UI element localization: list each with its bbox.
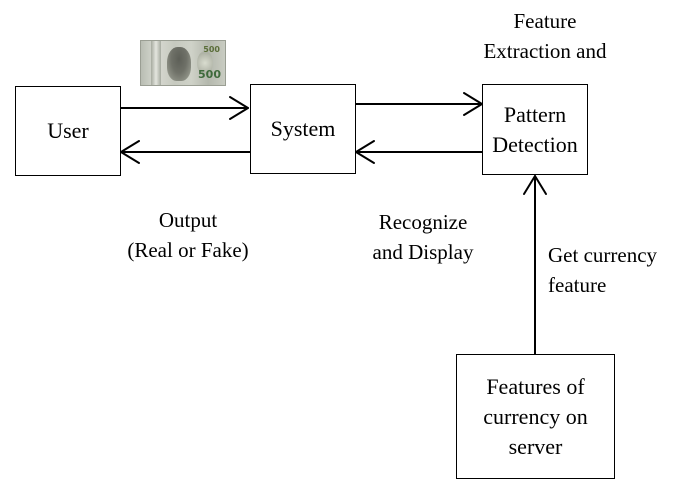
feature-extraction-line-2: Extraction and xyxy=(483,39,607,63)
server-features-box: Features of currency on server xyxy=(456,354,615,479)
feature-extraction-label: Feature Extraction and xyxy=(470,6,620,66)
banknote-value-small: 500 xyxy=(203,45,220,54)
system-box: System xyxy=(250,84,356,174)
banknote-value-large: 500 xyxy=(198,68,221,81)
arrowhead-user-to-system xyxy=(229,96,249,120)
output-line-2: (Real or Fake) xyxy=(127,238,249,262)
output-line-1: Output xyxy=(158,208,218,232)
get-feature-line-1: Get currency xyxy=(548,243,658,267)
server-features-line-1: Features of xyxy=(486,373,585,399)
output-label: Output (Real or Fake) xyxy=(108,205,268,265)
server-features-line-3: server xyxy=(508,433,563,459)
arrowhead-pattern-to-system xyxy=(355,140,375,164)
pattern-detection-line-2: Detection xyxy=(492,131,578,157)
pattern-detection-box: Pattern Detection xyxy=(482,84,588,175)
banknote-security-strip xyxy=(151,41,161,85)
pattern-detection-line-1: Pattern xyxy=(503,101,567,127)
banknote-watermark xyxy=(197,51,213,75)
banknote-portrait xyxy=(167,47,191,81)
banknote-image: 500 500 xyxy=(140,40,226,86)
arrowhead-server-to-pattern xyxy=(523,175,547,195)
feature-extraction-line-1: Feature xyxy=(513,9,577,33)
recognize-line-2: and Display xyxy=(372,240,474,264)
recognize-line-1: Recognize xyxy=(378,210,468,234)
recognize-display-label: Recognize and Display xyxy=(348,207,498,267)
user-box: User xyxy=(15,86,121,176)
system-label: System xyxy=(270,116,336,141)
get-currency-feature-label: Get currency feature xyxy=(548,240,673,300)
get-feature-line-2: feature xyxy=(548,273,607,297)
user-label: User xyxy=(47,118,89,143)
arrowhead-system-to-user xyxy=(120,140,140,164)
server-features-line-2: currency on xyxy=(483,403,588,429)
